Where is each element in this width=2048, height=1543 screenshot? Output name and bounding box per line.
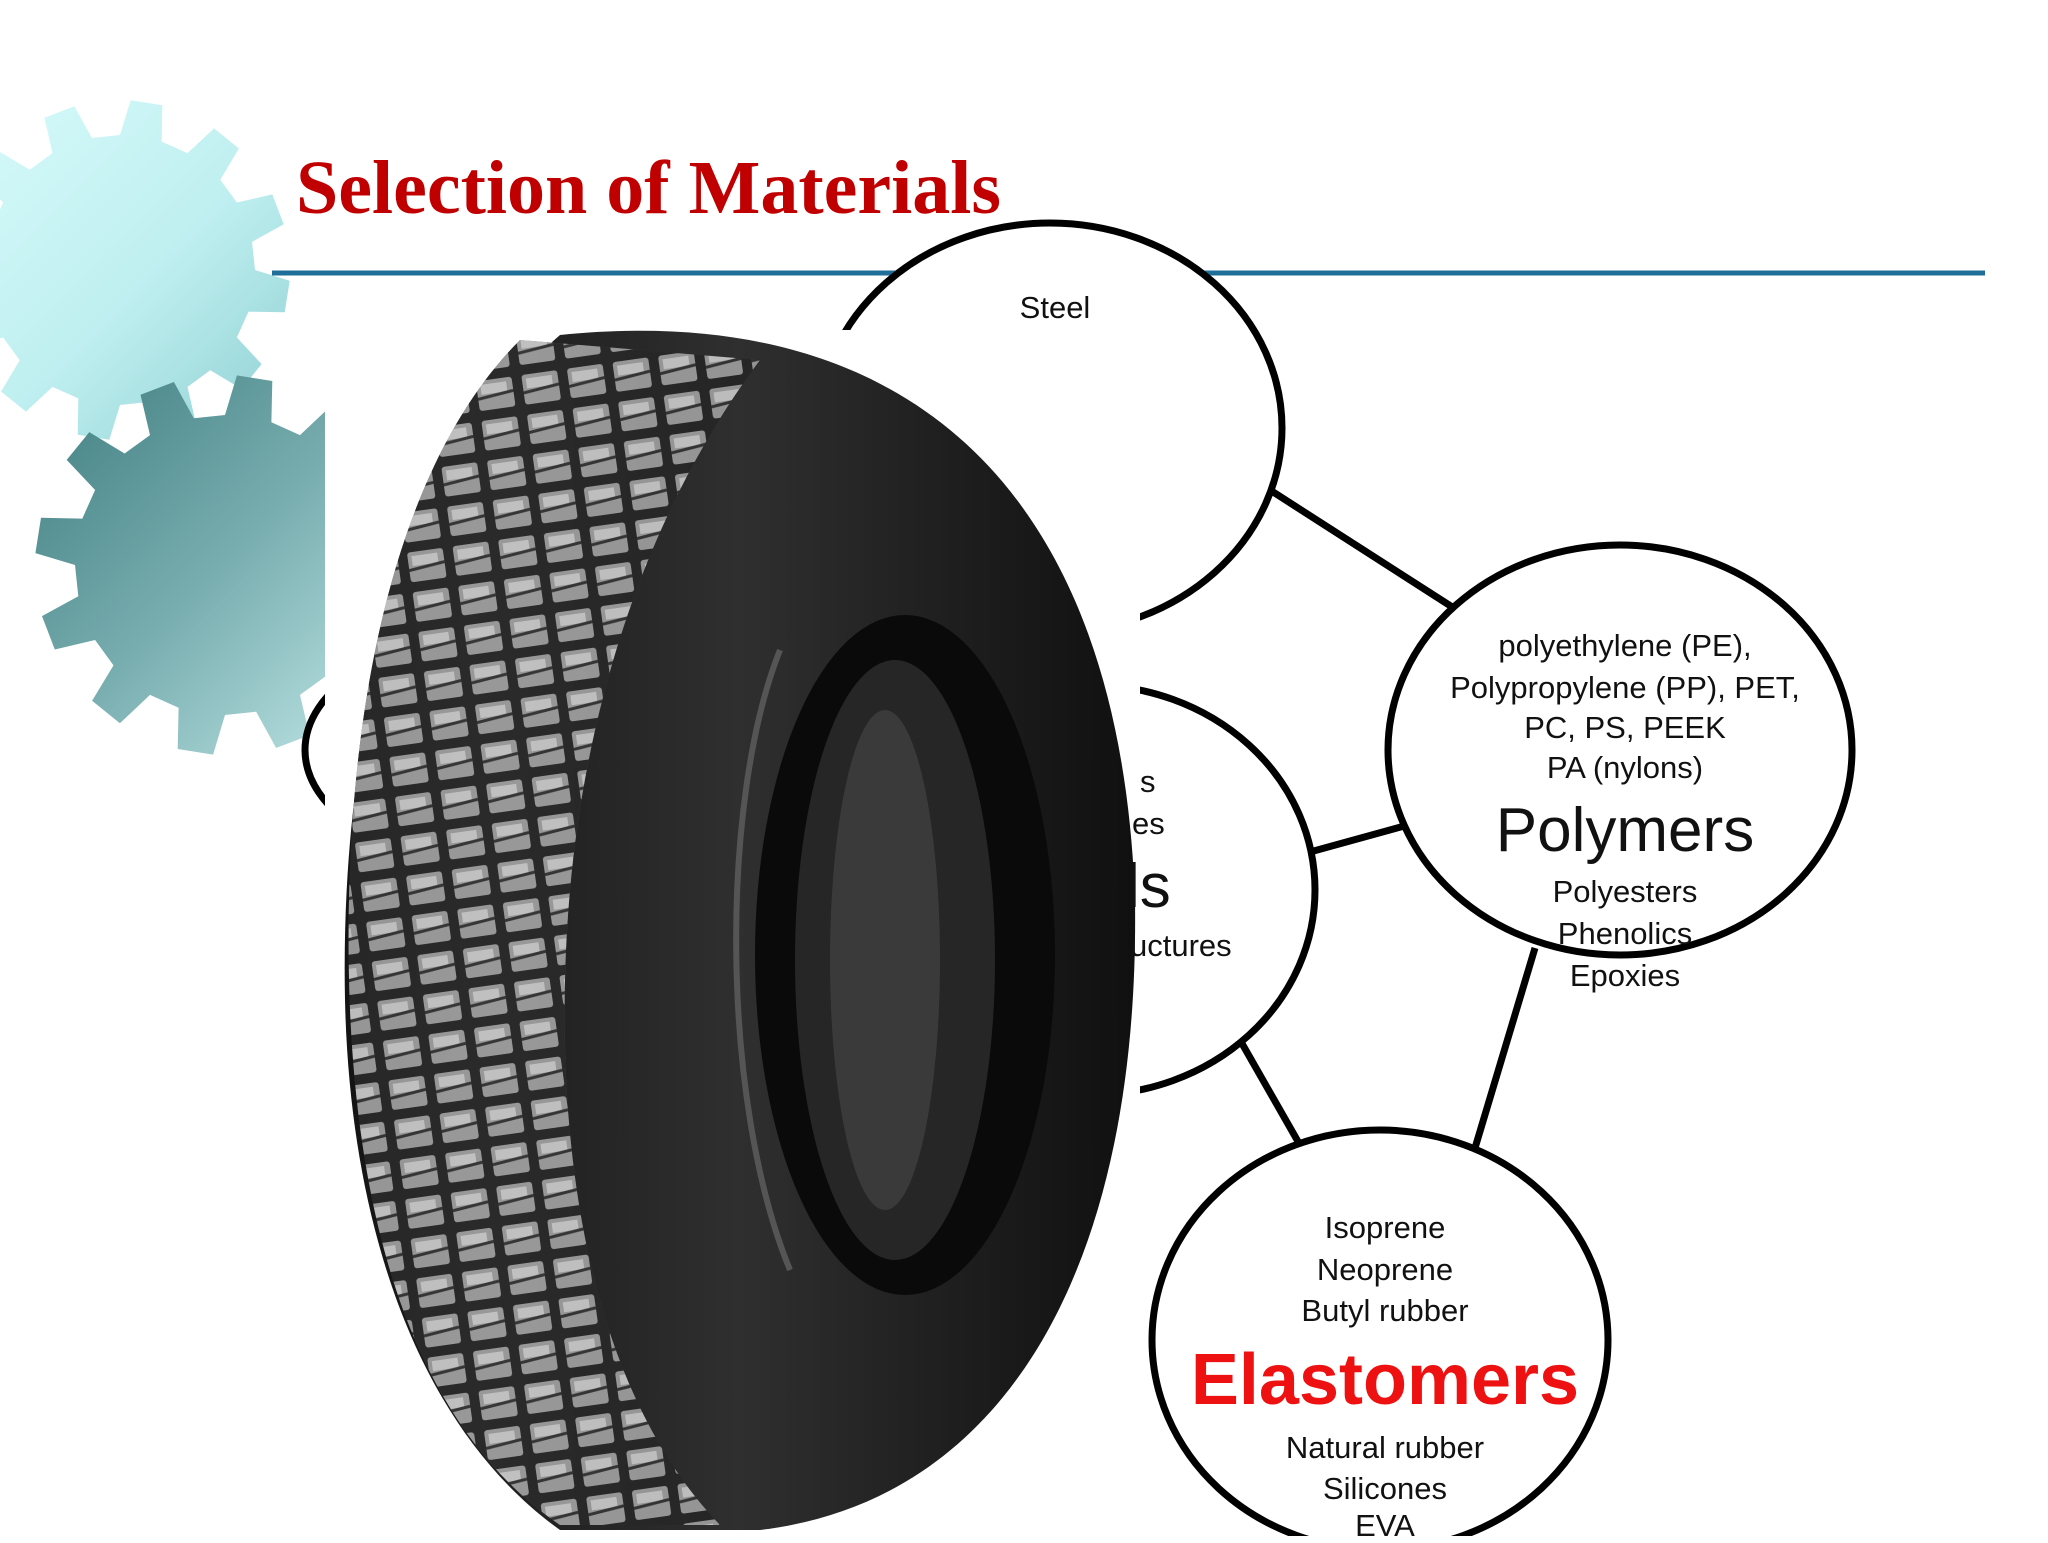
polymers-item: Phenolics [1557,916,1693,951]
elastomers-item: EVA [1355,1508,1415,1543]
elastomers-item: Neoprene [1316,1252,1454,1287]
fragment-text: ls [1126,852,1171,921]
elastomers-bubble [1148,1126,1612,1536]
slide-title: Selection of Materials [296,146,1001,230]
connector [1268,487,1462,615]
fragment-text: s [1140,764,1156,799]
elastomers-item: Natural rubber [1285,1430,1485,1465]
connector [1236,1038,1304,1147]
polymers-item: PA (nylons) [1546,750,1704,785]
connector [1309,821,1409,856]
gear-icon [35,375,325,755]
elastomers-item: Silicones [1322,1471,1448,1506]
polymers-item: Polypropylene (PP), PET, [1450,670,1800,705]
elastomers-label: Elastomers [1190,1340,1580,1420]
gear-icon [0,100,290,440]
polymers-label: Polymers [1495,796,1755,865]
fragment-text: uctures [1130,928,1232,963]
elastomers-item: Butyl rubber [1301,1293,1469,1328]
polymers-item: Epoxies [1569,958,1681,993]
polymers-bubble [1384,541,1856,959]
elastomers-item: Isoprene [1324,1210,1446,1245]
fragment-text: es [1132,806,1165,841]
metals-top-item: Steel [1019,290,1091,325]
polymers-item: polyethylene (PE), [1498,628,1752,663]
polymers-item: PC, PS, PEEK [1524,710,1726,745]
polymers-item: Polyesters [1552,874,1698,909]
connector [1471,946,1539,1150]
